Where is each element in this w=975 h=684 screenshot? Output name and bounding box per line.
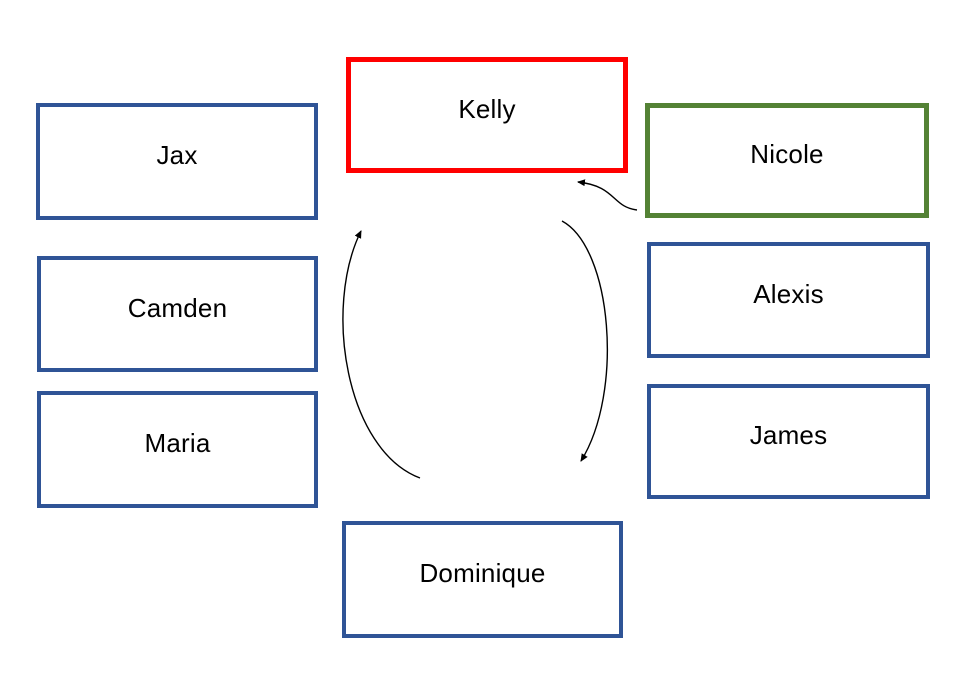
node-camden: Camden [37, 256, 318, 372]
node-dominique-label: Dominique [419, 558, 546, 588]
cycle-right-down-arrow [561, 220, 609, 462]
node-nicole-label: Nicole [750, 139, 824, 169]
node-maria-label: Maria [144, 428, 211, 458]
node-maria: Maria [37, 391, 318, 508]
nicole-to-kelly-arrow [577, 179, 638, 211]
node-kelly: Kelly [346, 57, 628, 173]
node-kelly-label: Kelly [458, 93, 516, 124]
node-alexis: Alexis [647, 242, 930, 358]
node-dominique: Dominique [342, 521, 623, 638]
node-camden-label: Camden [127, 292, 228, 323]
node-james: James [647, 384, 930, 499]
node-nicole: Nicole [645, 103, 929, 218]
node-james-label: James [749, 420, 828, 450]
node-jax-label: Jax [156, 140, 198, 170]
cycle-left-up-arrow [342, 230, 421, 479]
node-jax: Jax [36, 103, 318, 220]
node-alexis-label: Alexis [753, 278, 824, 309]
